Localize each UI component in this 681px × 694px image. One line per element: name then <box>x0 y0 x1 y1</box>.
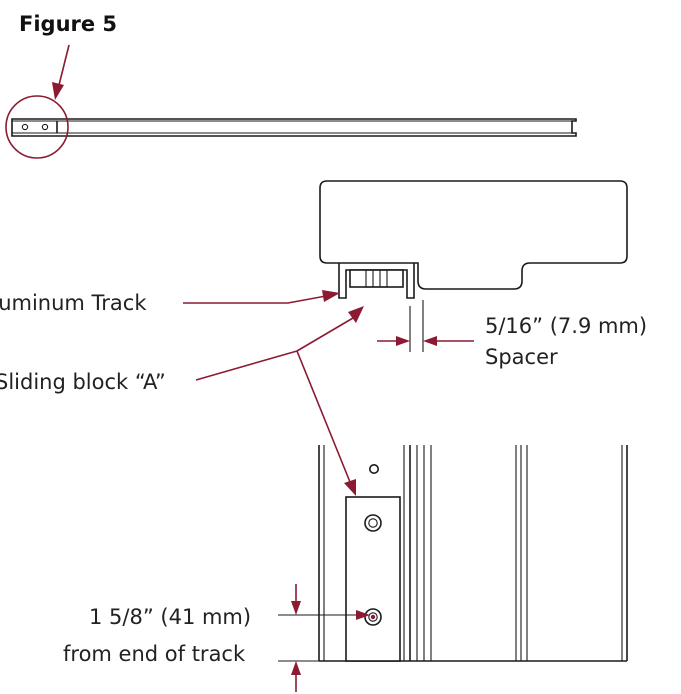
block-screw-outer-1 <box>364 514 382 532</box>
figure-title-arrow <box>52 44 70 100</box>
track-hole-2 <box>41 123 49 131</box>
spacer-dimension <box>377 300 474 352</box>
offset-reference-label: from end of track <box>63 642 246 666</box>
offset-dimension-label: 1 5/8” (41 mm) <box>89 605 251 629</box>
track-plan-view <box>318 445 628 662</box>
track-side-view <box>11 118 577 137</box>
aluminum-track-leader <box>183 290 340 304</box>
spacer-label: Spacer <box>485 345 558 369</box>
offset-dimension <box>278 584 370 692</box>
figure-title: Figure 5 <box>19 12 117 36</box>
sliding-block-leaders <box>195 306 364 496</box>
detail-circle <box>5 95 69 159</box>
block-section-view <box>319 180 628 299</box>
track-hole-1 <box>21 123 29 131</box>
sliding-block-section <box>349 269 404 288</box>
block-screw-outer-2 <box>364 608 382 626</box>
sliding-block-label: Sliding block “A” <box>0 370 166 394</box>
spacer-dimension-label: 5/16” (7.9 mm) <box>485 314 647 338</box>
sliding-block-plan <box>345 496 401 662</box>
aluminum-track-label: Aluminum Track <box>0 291 147 315</box>
track-hole <box>368 463 379 474</box>
